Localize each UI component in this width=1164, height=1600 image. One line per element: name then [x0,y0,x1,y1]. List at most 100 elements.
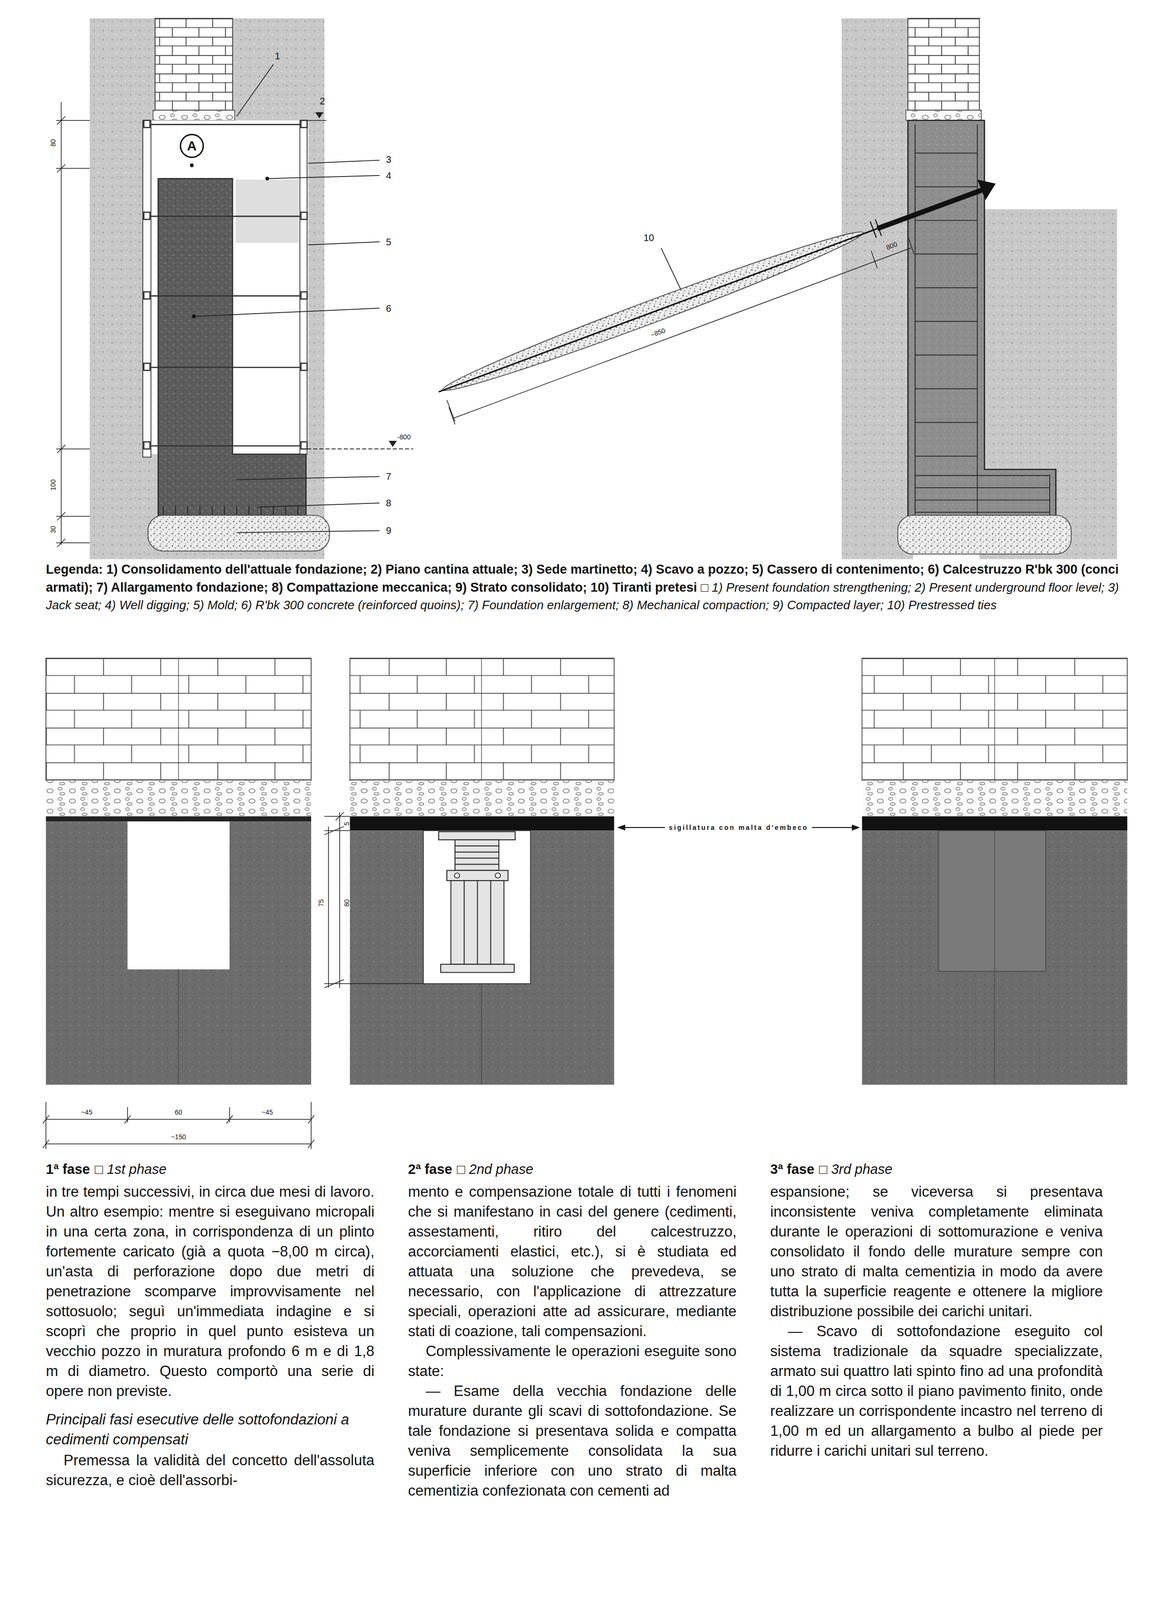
body-text: Premessa la validità del concetto dell'a… [46,1450,375,1490]
dimension: 100 [49,479,57,490]
phase-three-panel-part [861,657,1128,781]
section-left-part-part [300,363,307,371]
phase-two-panel-part-part [328,826,330,988]
phase-two-panel-part [350,815,615,831]
phase-two-panel-part-part [446,869,509,881]
section-right-part [897,515,1072,555]
phase-two-panel-part-part [324,830,351,832]
phase-one-panel-part [127,821,230,970]
text-column: 1ª fase□ 1st phasein tre tempi successiv… [46,1161,375,1490]
section-left-part [55,101,90,547]
phase-two-panel-part-part [454,857,499,859]
section-left-part-part [143,441,150,449]
section-left-part [265,176,270,181]
phase-three-panel-part [861,780,1128,816]
callout-number: 5 [386,237,392,247]
dimension-lines-part [46,1118,312,1120]
section-left-part-part [143,291,150,299]
dimension-lines-part [45,1101,47,1149]
section-right-part-part [452,248,912,419]
callout-number: 8 [386,498,392,508]
section-right-part [877,188,986,229]
phase-heading-translation: □ 1st phase [94,1161,167,1177]
section-left-part-part [236,476,380,480]
section-left-part [306,448,414,450]
text-column: 2ª fase□ 2nd phasemento e compensazione … [407,1161,737,1501]
section-right-part-part [914,253,978,255]
section-left-part-part [308,160,380,164]
section-left-part [192,314,196,319]
section-left-part-part [236,530,380,533]
section-left-part-part [150,295,300,297]
phase-one-panel-part [46,657,312,781]
dimension: ~150 [171,1133,187,1140]
phase-two-panel-part-part [490,880,492,964]
phase-one-panel-part [46,821,312,1085]
dimension: ~850 [649,326,666,339]
section-left-part-part [268,175,380,179]
section-left-part [194,64,380,533]
dimension-lines-part [310,1101,312,1149]
section-left-part-part [308,241,380,245]
callout-number: 9 [386,525,392,536]
section-right-part-part [448,406,455,425]
section-left-part [388,440,397,447]
section-right-part [438,228,878,392]
text-column: 3ª fase□ 3rd phaseespansione; se vicever… [770,1161,1103,1461]
phase-two-panel-part-part [454,863,499,865]
dimension: 75 [317,899,325,907]
phase-two-panel-part [350,830,615,1085]
callout-number: 4 [386,170,392,181]
body-text: mento e compensazione totale di tutti i … [407,1181,737,1341]
phase-one-panel-part [46,815,312,822]
section-right-part-part [914,220,978,222]
section-left-part [153,110,235,121]
section-left [55,18,414,560]
phase-three-panel [861,657,1128,1085]
phase-two-panel-part [350,780,615,816]
section-right-part-part [914,474,1050,476]
phase-one-panel [46,657,312,1085]
body-text: — Esame della vecchia fondazione delle m… [407,1380,737,1501]
phase-one-panel-part [178,969,179,1085]
section-right-part [870,221,877,238]
section-left-part-part [143,363,150,371]
section-right-part [661,248,681,289]
phase-two-panel-part-part [324,982,424,984]
phase-one-panel-part [46,780,312,816]
section-right-part-part [914,388,978,389]
section-right-part [977,179,996,200]
section-right [438,18,1118,560]
dimension-lines-part [308,1139,315,1148]
callout-number: 2 [319,96,325,106]
callout-number: 10 [643,232,655,243]
section-left-part-part [236,64,274,117]
phase-two-panel-part-part [324,826,344,835]
section-left-part-part [56,444,65,453]
section-left-part [155,18,233,111]
section-right-part-part [871,250,878,269]
phase-one-panel-part [178,657,179,781]
callout-number: 1 [274,51,280,61]
section-left-part-part [300,441,307,449]
section-right-part [914,124,1050,516]
section-left-part-part [257,502,380,508]
phase-two-panel-part [495,872,501,878]
phase-two-panel-part-part [339,812,341,988]
section-left-part-part [150,366,300,369]
phase-heading: 2ª fase [407,1161,453,1177]
phase-two-panel-part [350,657,615,781]
callout-number: 6 [386,303,392,314]
phase-two-panel-part-part [335,812,344,821]
dimension-lines-part [42,1139,49,1148]
dimension: 30 [49,525,57,534]
phase-two-panel-part [454,872,460,878]
phase-two-panel-part-part [454,845,499,847]
phase-two-panel-part-part [438,831,516,840]
section-right-part-part [977,124,979,516]
body-text: — Scavo di sottofondazione eseguito col … [770,1321,1103,1461]
phase-two-panel-part-part [324,815,351,817]
dimension: 60 [175,1108,183,1116]
section-right-part-part [914,321,978,323]
